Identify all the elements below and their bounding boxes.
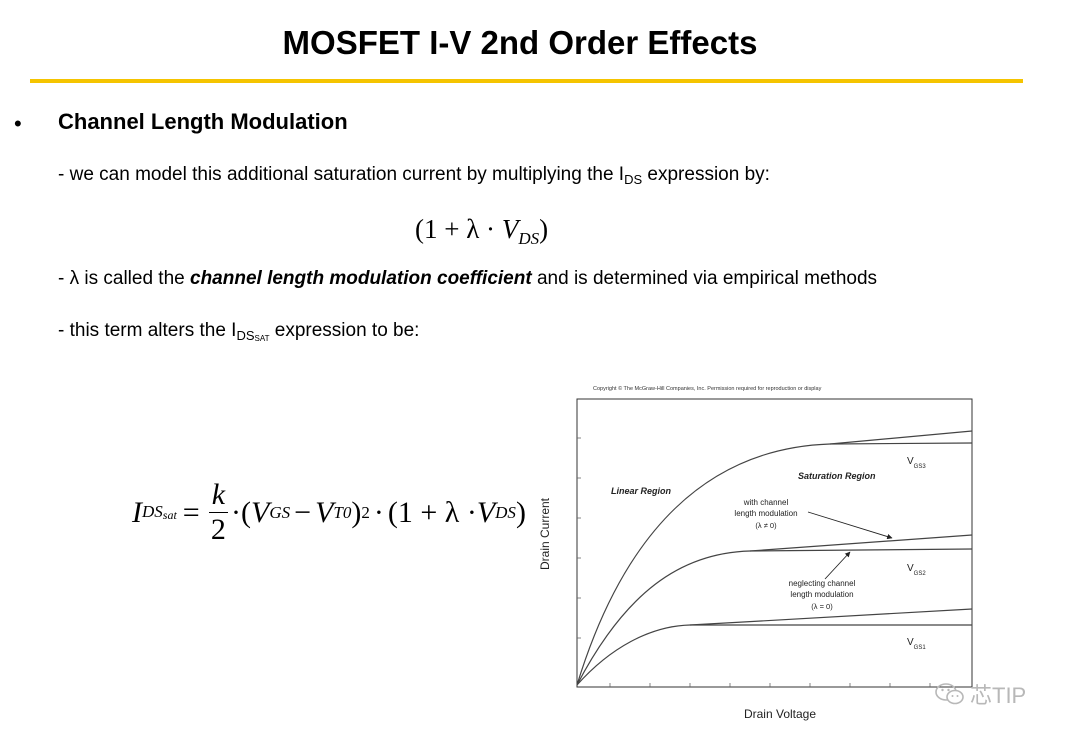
eq-lhs-subsub: sat: [162, 508, 177, 522]
line3-subscript: DSSAT: [236, 328, 269, 343]
with-clm-line3: (λ ≠ 0): [755, 521, 777, 530]
arrow-with-clm: [807, 511, 893, 540]
eq-paren-close: ): [351, 495, 362, 529]
plot-frame: [576, 398, 973, 688]
clm-factor-equation: (1 + λ · VDS): [415, 214, 548, 249]
vgs1-v: V: [907, 637, 914, 648]
eq-vds-sub: DS: [495, 502, 516, 522]
watermark-text: 芯TIP: [970, 683, 1027, 708]
line3-suffix: expression to be:: [269, 320, 420, 341]
eq-vt-sub: T0: [333, 502, 352, 522]
vgs2-sub: GS2: [914, 571, 927, 577]
x-axis-label: Drain Voltage: [744, 707, 816, 721]
curve-vgs1-clm: [689, 608, 973, 626]
curve-vgs1-ideal: [576, 624, 972, 686]
iv-characteristic-graph: Copyright © The McGraw-Hill Companies, I…: [538, 385, 973, 721]
eq-vgs-sub: GS: [269, 502, 291, 522]
eq-denominator: 2: [210, 513, 226, 546]
eq-dot-2: ·: [373, 495, 384, 529]
vgs2-label: VGS2: [907, 563, 926, 577]
eq-vt: V: [315, 495, 334, 529]
copyright-note: Copyright © The McGraw-Hill Companies, I…: [593, 385, 822, 392]
wechat-icon: [935, 683, 964, 705]
eq-tail-open: (1 + λ ·: [387, 495, 477, 529]
eq-small-sub: DS: [518, 229, 540, 248]
with-clm-line1: with channel: [743, 498, 789, 507]
line3-prefix: - this term alters the I: [58, 320, 237, 341]
line2-emphasis: channel length modulation coefficient: [190, 268, 532, 289]
curve-vgs2-ideal: [576, 548, 973, 686]
eq-lhs-sub-text: DS: [142, 502, 163, 521]
iv-curves: [576, 430, 973, 686]
title-underline: [30, 79, 1023, 83]
eq-dot-1: ·: [231, 495, 242, 529]
eq-small-close: ): [539, 214, 549, 244]
eq-numerator: k: [208, 480, 229, 513]
line2-suffix: and is determined via empirical methods: [531, 268, 878, 289]
line1-suffix: expression by:: [642, 164, 770, 185]
arrow-neglecting-clm: [824, 551, 851, 580]
vgs3-v: V: [907, 456, 914, 467]
y-axis-label: Drain Current: [538, 497, 552, 570]
line1-subscript: DS: [624, 172, 643, 187]
eq-paren-open: (: [241, 495, 252, 529]
vgs1-sub: GS1: [914, 645, 927, 651]
eq-lhs: I: [132, 495, 142, 529]
vgs1-label: VGS1: [907, 637, 926, 651]
neglecting-clm-line1: neglecting channel: [789, 579, 856, 588]
slide-title: MOSFET I-V 2nd Order Effects: [282, 24, 758, 61]
eq-small-open: (1 + λ ·: [415, 214, 502, 244]
text-line-3: - this term alters the IDSSAT expression…: [58, 320, 419, 343]
eq-vgs: V: [251, 495, 270, 529]
neglecting-clm-line3: (λ = 0): [811, 602, 833, 611]
vgs3-sub: GS3: [914, 464, 927, 470]
frame-ticks: [577, 437, 931, 687]
eq-minus: −: [294, 495, 312, 529]
curve-vgs2-clm: [749, 534, 973, 552]
eq-exponent: 2: [361, 502, 370, 522]
line3-sub-text: DS: [236, 328, 255, 343]
eq-fraction: k 2: [208, 480, 229, 546]
line2-prefix: - λ is called the: [58, 268, 190, 289]
linear-region-label: Linear Region: [611, 486, 672, 496]
eq-equals: =: [182, 495, 200, 529]
text-line-2: - λ is called the channel length modulat…: [58, 268, 877, 290]
eq-tail-close: ): [515, 495, 526, 529]
eq-lhs-sub: DSsat: [142, 502, 177, 523]
saturation-region-label: Saturation Region: [798, 471, 876, 481]
text-line-1: - we can model this additional saturatio…: [58, 164, 770, 187]
line3-subsub: SAT: [254, 334, 270, 343]
with-clm-line2: length modulation: [734, 509, 797, 518]
vgs2-v: V: [907, 563, 914, 574]
section-heading: Channel Length Modulation: [58, 109, 348, 134]
bullet-point: •: [14, 111, 22, 136]
curve-vgs3-clm: [829, 430, 973, 445]
vgs3-label: VGS3: [907, 456, 926, 470]
watermark: 芯TIP: [934, 678, 1026, 710]
neglecting-clm-line2: length modulation: [790, 590, 853, 599]
eq-small-var: V: [501, 214, 519, 244]
curve-vgs3-ideal: [576, 442, 973, 686]
line1-prefix: - we can model this additional saturatio…: [58, 164, 625, 185]
eq-vds: V: [476, 495, 496, 529]
